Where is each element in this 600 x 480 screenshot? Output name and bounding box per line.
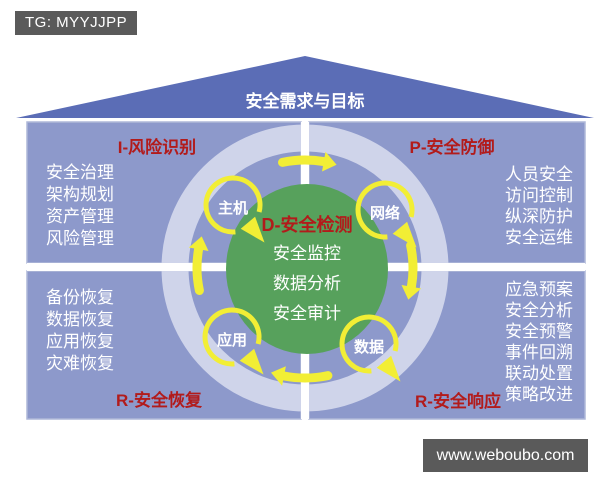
quadrant-list-top-right: 人员安全 访问控制 纵深防护 安全运维: [505, 164, 573, 248]
flow-arrowhead-top-icon: [322, 151, 337, 172]
telegram-watermark: TG: MYYJJPP: [15, 11, 138, 35]
flow-arrowhead-bottom-icon: [271, 366, 286, 386]
roof-shape: [16, 56, 594, 118]
list-item: 事件回溯: [505, 343, 573, 362]
flow-arrow-top-icon: [278, 155, 329, 167]
quadrant-title-security-recovery: R-安全恢复: [116, 391, 202, 410]
list-item: 架构规划: [46, 185, 114, 204]
node-arrowhead-app-icon: [239, 348, 264, 375]
list-item: 访问控制: [505, 186, 573, 205]
node-label-network: 网络: [369, 205, 400, 222]
list-item: 数据恢复: [46, 310, 114, 329]
list-item: 安全预警: [505, 322, 573, 341]
list-item: 策略改进: [505, 385, 573, 404]
quadrant-title-risk-identification: I-风险识别: [117, 138, 197, 157]
list-item: 安全审计: [273, 304, 341, 323]
flow-arrow-bottom-icon: [279, 371, 333, 383]
center-circle: [226, 184, 388, 354]
list-item: 人员安全: [505, 165, 573, 184]
node-label-app: 应用: [216, 332, 247, 349]
site-watermark: www.weboubo.com: [423, 439, 588, 472]
list-item: 风险管理: [46, 229, 114, 248]
node-label-host: 主机: [217, 200, 248, 217]
flow-arrow-left-icon: [192, 244, 204, 295]
list-item: 资产管理: [46, 207, 114, 226]
list-item: 应用恢复: [46, 332, 114, 351]
flow-arrowhead-left-icon: [188, 236, 209, 251]
list-item: 安全运维: [505, 228, 573, 247]
node-circle-host-icon: [203, 175, 263, 235]
quadrant-list-bottom-left: 备份恢复 数据恢复 应用恢复 灾难恢复: [46, 287, 114, 375]
list-item: 灾难恢复: [46, 354, 114, 373]
flow-arrow-right-icon: [406, 241, 418, 292]
list-item: 备份恢复: [46, 288, 114, 307]
list-item: 联动处置: [505, 364, 573, 383]
list-item: 安全分析: [505, 301, 573, 320]
list-item: 纵深防护: [505, 207, 573, 226]
list-item: 安全监控: [273, 244, 341, 263]
list-item: 安全治理: [46, 163, 114, 182]
list-item: 数据分析: [273, 274, 341, 293]
node-circle-data-icon: [339, 314, 399, 374]
roof-title: 安全需求与目标: [245, 92, 365, 111]
node-arrowhead-host-icon: [240, 216, 265, 243]
center-title-security-detection: D-安全检测: [261, 215, 353, 235]
node-label-data: 数据: [353, 339, 384, 356]
node-circle-app-icon: [202, 307, 262, 367]
list-item: 应急预案: [505, 280, 573, 299]
node-arrowhead-data-icon: [376, 355, 401, 382]
quadrant-list-top-left: 安全治理 架构规划 资产管理 风险管理: [46, 162, 114, 250]
quadrant-title-security-defense: P-安全防御: [409, 138, 495, 157]
center-list: 安全监控 数据分析 安全审计: [227, 239, 387, 329]
node-circle-network-icon: [355, 180, 415, 240]
quadrant-list-bottom-right: 应急预案 安全分析 安全预警 事件回溯 联动处置 策略改进: [505, 279, 573, 405]
flow-arrowhead-right-icon: [401, 285, 422, 300]
node-arrowhead-network-icon: [392, 221, 417, 248]
quadrant-title-security-response: R-安全响应: [415, 392, 501, 411]
